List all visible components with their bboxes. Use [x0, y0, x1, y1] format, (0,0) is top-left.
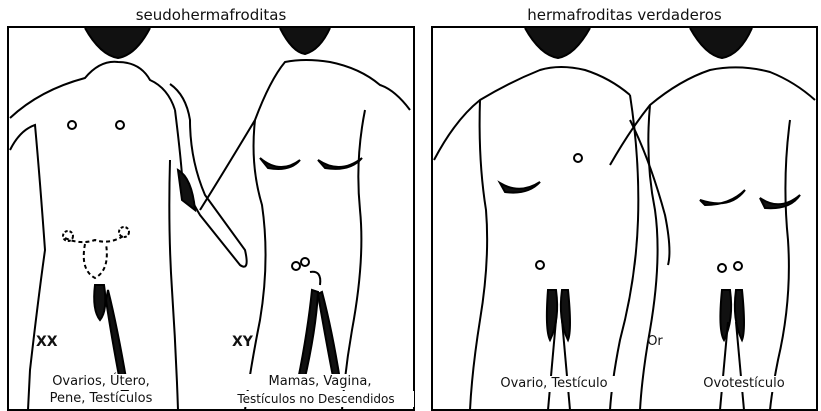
figure-xx-body [10, 28, 247, 410]
chromosome-label-xx: XX [36, 334, 58, 350]
figure-ovary-testis-body [434, 28, 669, 410]
caption-ovotestis: Ovotestículo [684, 376, 804, 392]
figure-ovotestis-body [610, 28, 815, 410]
caption-xx-line2: Pene, Testículos [36, 391, 166, 407]
panel-frame-right [432, 27, 817, 410]
caption-xy-line1: Mamas, Vagina, [236, 374, 404, 390]
caption-ovary-testis: Ovario, Testículo [484, 376, 624, 392]
caption-xy-line2: Testículos no Descendidos [218, 391, 414, 407]
or-connector: Or [640, 334, 670, 350]
caption-xx-line1: Ovarios, Útero, [36, 374, 166, 390]
panel-frame-left [8, 27, 414, 410]
chromosome-label-xy: XY [232, 334, 253, 350]
figure-xy-body [200, 28, 410, 410]
